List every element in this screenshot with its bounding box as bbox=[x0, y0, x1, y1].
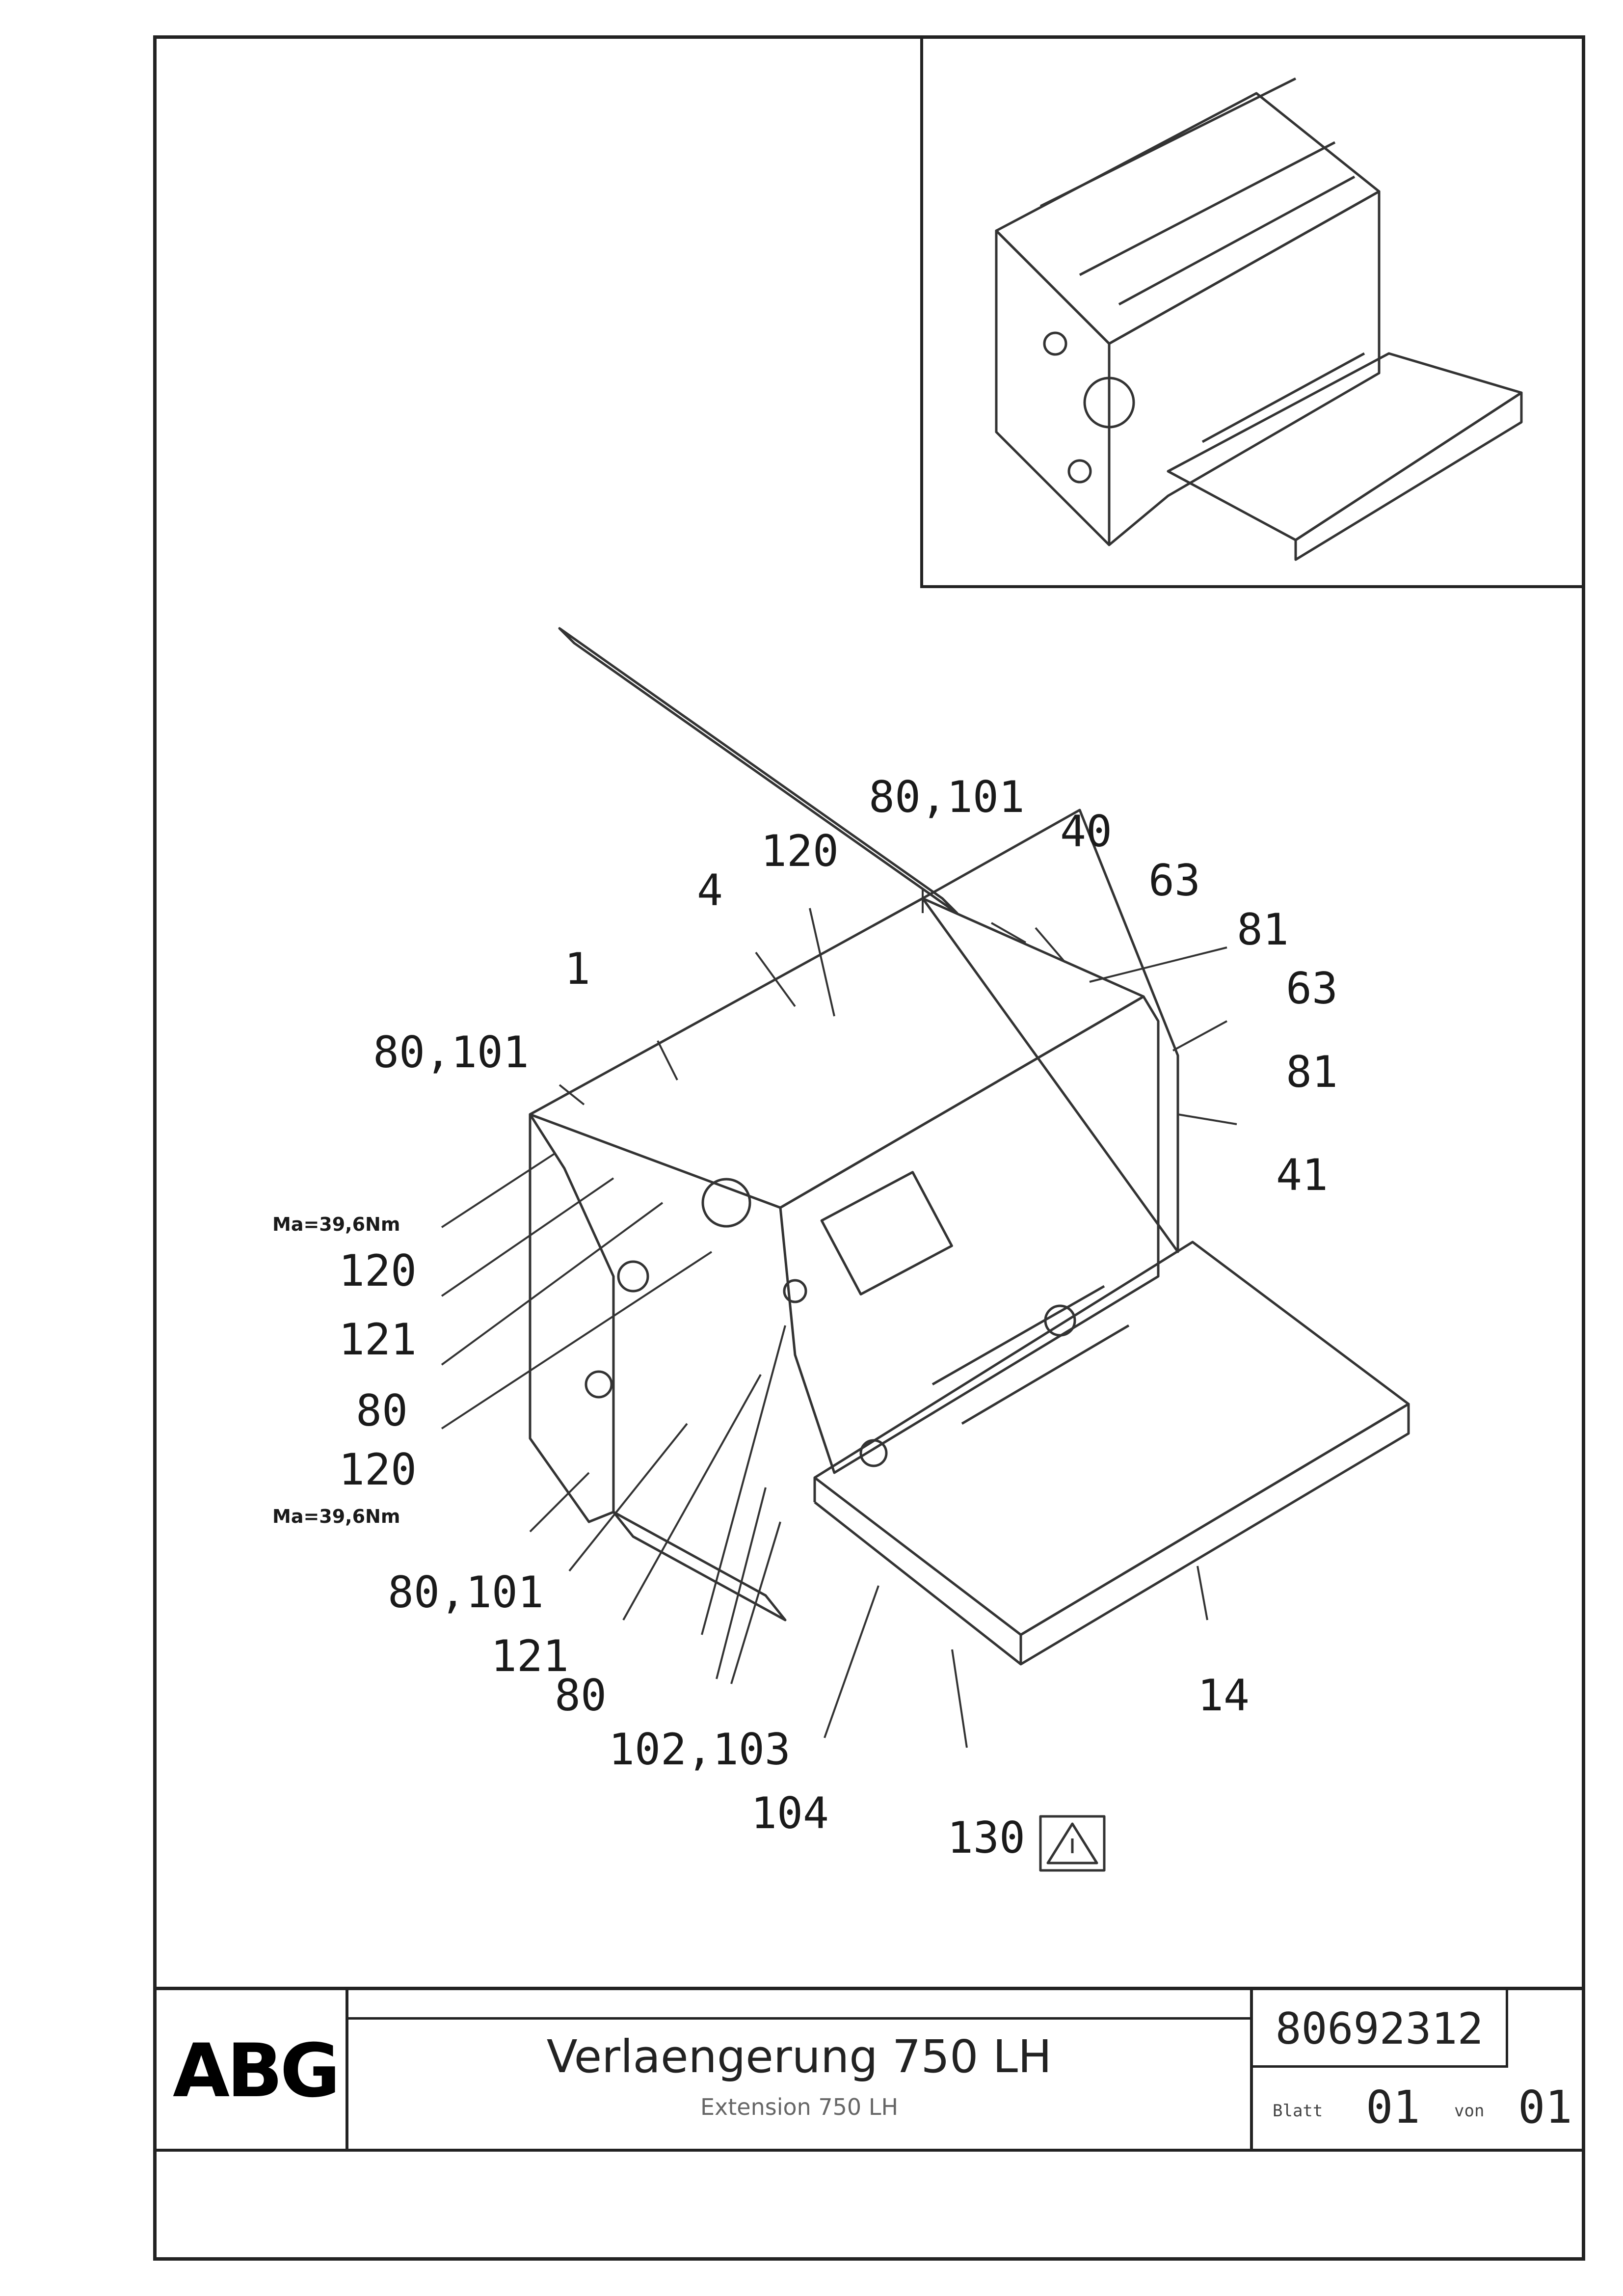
document-number: 80692312 bbox=[1253, 1990, 1508, 2068]
callout-label: 40 bbox=[1060, 806, 1112, 857]
inset-assembly bbox=[995, 77, 1523, 561]
callout-label: 121 bbox=[339, 1314, 417, 1365]
callout-label: 80,101 bbox=[869, 772, 1025, 822]
title-block: ABG Verlaengerung 750 LH Extension 750 L… bbox=[153, 1987, 1585, 2149]
sheet-info: Blatt 01 von 01 bbox=[1253, 2068, 1582, 2149]
title-header-strip bbox=[348, 1990, 1250, 2020]
sheet-label: Blatt bbox=[1273, 2101, 1323, 2121]
number-cell: 80692312 Blatt 01 von 01 bbox=[1253, 1990, 1582, 2149]
drawing-subtitle: Extension 750 LH bbox=[700, 2094, 899, 2120]
torque-spec-label: Ma=39,6Nm bbox=[272, 1506, 400, 1527]
callout-label: 120 bbox=[339, 1245, 417, 1296]
callout-label: 80,101 bbox=[373, 1027, 529, 1078]
sheet-total: 01 bbox=[1518, 2081, 1572, 2134]
abg-logo: ABG bbox=[173, 2028, 341, 2114]
warning-sign-icon bbox=[1039, 1815, 1106, 1872]
callout-label: 130 bbox=[947, 1812, 1025, 1863]
callout-label: 81 bbox=[1286, 1047, 1338, 1097]
leader-lines bbox=[441, 889, 1237, 1748]
callout-label: 81 bbox=[1237, 904, 1289, 955]
side-code bbox=[15, 1777, 34, 2243]
callout-label: 102,103 bbox=[609, 1724, 791, 1775]
callout-label: 120 bbox=[761, 826, 839, 876]
callout-label: 63 bbox=[1148, 855, 1200, 906]
title-cell: Verlaengerung 750 LH Extension 750 LH bbox=[348, 1990, 1253, 2149]
callout-label: 80 bbox=[555, 1670, 607, 1721]
callout-label: 63 bbox=[1286, 963, 1338, 1014]
main-assembly bbox=[529, 627, 1410, 1666]
callout-label: 41 bbox=[1276, 1150, 1328, 1200]
callout-label: 14 bbox=[1197, 1670, 1250, 1721]
callout-label: 121 bbox=[491, 1631, 569, 1681]
drawing-title: Verlaengerung 750 LH bbox=[546, 2030, 1052, 2083]
of-label: von bbox=[1454, 2101, 1485, 2121]
callout-label: 80,101 bbox=[388, 1567, 544, 1618]
torque-spec-label: Ma=39,6Nm bbox=[272, 1214, 400, 1235]
drawing-frame bbox=[153, 35, 1585, 2261]
overview-inset bbox=[920, 38, 1584, 588]
callout-label: 80 bbox=[356, 1385, 408, 1436]
callout-label: 4 bbox=[697, 865, 723, 916]
sheet-number: 01 bbox=[1366, 2081, 1420, 2134]
callout-label: 104 bbox=[751, 1788, 829, 1838]
logo-cell: ABG bbox=[153, 1990, 348, 2149]
callout-label: 1 bbox=[564, 944, 590, 994]
copyright-notice bbox=[153, 2149, 1585, 2261]
callout-label: 120 bbox=[339, 1444, 417, 1495]
